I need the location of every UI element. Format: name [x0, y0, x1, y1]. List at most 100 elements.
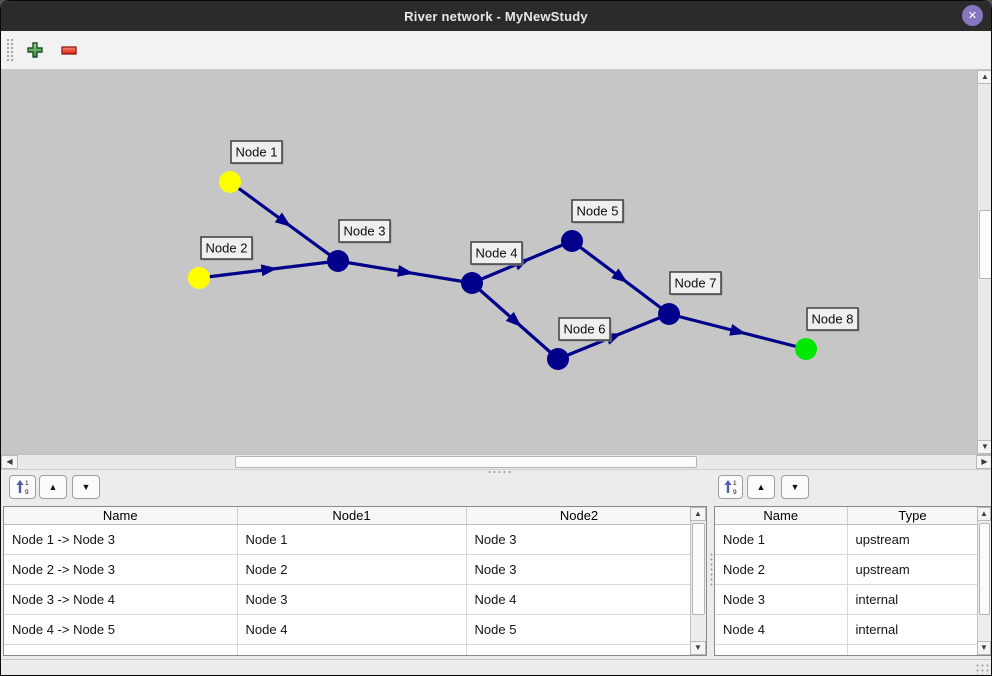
toolbar-drag-handle[interactable] — [6, 38, 14, 62]
table-cell[interactable]: Node 1 — [715, 524, 847, 554]
table-cell[interactable]: Node 1 — [237, 524, 466, 554]
network-diagram: Node 1Node 2Node 3Node 4Node 5Node 6Node… — [1, 70, 977, 454]
node-label-node4: Node 4 — [476, 246, 518, 261]
column-header-type[interactable]: Type — [847, 507, 978, 524]
remove-node-button[interactable] — [56, 37, 82, 63]
table-cell[interactable]: Node 2 -> Node 3 — [4, 554, 237, 584]
vscroll-thumb[interactable] — [979, 210, 992, 279]
sort-ascending-icon: 1 9 — [723, 479, 739, 495]
horizontal-splitter[interactable] — [1, 470, 992, 474]
scroll-up-button[interactable]: ▲ — [690, 507, 706, 521]
node-node8[interactable] — [795, 338, 817, 360]
edge-table: NameNode1Node2 Node 1 -> Node 3Node 1Nod… — [4, 507, 693, 656]
canvas-hscrollbar[interactable]: ◀ ▶ — [1, 454, 992, 470]
column-header-name[interactable]: Name — [715, 507, 847, 524]
node-label-node7: Node 7 — [675, 276, 717, 291]
node-label-node8: Node 8 — [812, 312, 854, 327]
table-cell[interactable]: Node 1 -> Node 3 — [4, 524, 237, 554]
arrow-up-icon: ▲ — [981, 73, 989, 81]
table-cell[interactable]: Node 4 — [466, 584, 692, 614]
window-title: River network - MyNewStudy — [404, 9, 588, 24]
table-cell[interactable]: Node 5 — [466, 614, 692, 644]
table-cell[interactable]: internal — [847, 584, 978, 614]
table-row[interactable]: Node 2upstream — [715, 554, 978, 584]
edge-table-header: NameNode1Node2 — [4, 507, 692, 524]
table-cell[interactable]: Node 3 — [715, 584, 847, 614]
close-button[interactable]: ✕ — [962, 5, 983, 26]
node-node2[interactable] — [188, 267, 210, 289]
arrow-down-icon: ▼ — [791, 482, 800, 492]
arrow-left-icon: ◀ — [6, 458, 12, 466]
node-node4[interactable] — [461, 272, 483, 294]
node-move-down-button[interactable]: ▼ — [781, 475, 809, 499]
table-row[interactable]: Node 1upstream — [715, 524, 978, 554]
canvas-vscrollbar[interactable]: ▲ ▼ — [977, 70, 992, 454]
column-header-node1[interactable]: Node1 — [237, 507, 466, 524]
status-bar — [1, 659, 992, 676]
arrow-down-icon: ▼ — [82, 482, 91, 492]
table-scroll-thumb[interactable] — [692, 523, 705, 615]
table-cell[interactable]: Node 3 — [466, 554, 692, 584]
table-cell[interactable]: Node 4 -> Node 5 — [4, 614, 237, 644]
minus-icon — [60, 41, 78, 59]
arrow-down-icon: ▼ — [980, 644, 988, 652]
edge-table-vscrollbar[interactable]: ▲ ▼ — [690, 507, 706, 655]
scroll-down-button[interactable]: ▼ — [977, 641, 991, 655]
table-cell[interactable]: upstream — [847, 524, 978, 554]
table-cell[interactable]: internal — [847, 614, 978, 644]
node-table: NameType Node 1upstreamNode 2upstreamNod… — [715, 507, 979, 656]
edge-sort-button[interactable]: 1 9 — [9, 475, 36, 499]
edge-move-down-button[interactable]: ▼ — [72, 475, 100, 499]
node-label-node5: Node 5 — [577, 204, 619, 219]
arrow-up-icon: ▲ — [980, 510, 988, 518]
river-network-canvas[interactable]: Node 1Node 2Node 3Node 4Node 5Node 6Node… — [1, 70, 977, 454]
arrow-up-icon: ▲ — [49, 482, 58, 492]
scroll-down-button[interactable]: ▼ — [690, 641, 706, 655]
node-move-up-button[interactable]: ▲ — [747, 475, 775, 499]
table-row[interactable]: Node 3 -> Node 4Node 3Node 4 — [4, 584, 692, 614]
scroll-up-button[interactable]: ▲ — [977, 70, 992, 84]
table-cell-empty — [237, 644, 466, 656]
table-cell[interactable]: Node 2 — [237, 554, 466, 584]
plus-icon — [26, 41, 44, 59]
table-cell[interactable]: Node 4 — [237, 614, 466, 644]
scroll-left-button[interactable]: ◀ — [1, 455, 18, 469]
table-row[interactable]: Node 4internal — [715, 614, 978, 644]
node-table-vscrollbar[interactable]: ▲ ▼ — [977, 507, 991, 655]
svg-text:1: 1 — [733, 480, 737, 487]
node-node5[interactable] — [561, 230, 583, 252]
node-node3[interactable] — [327, 250, 349, 272]
sort-ascending-icon: 1 9 — [15, 479, 31, 495]
hscroll-thumb[interactable] — [235, 456, 697, 468]
svg-text:9: 9 — [25, 489, 29, 495]
node-node7[interactable] — [658, 303, 680, 325]
resize-grip[interactable] — [975, 663, 989, 675]
table-row[interactable]: Node 1 -> Node 3Node 1Node 3 — [4, 524, 692, 554]
table-cell[interactable]: upstream — [847, 554, 978, 584]
node-node1[interactable] — [219, 171, 241, 193]
node-label-node6: Node 6 — [564, 322, 606, 337]
node-sort-button[interactable]: 1 9 — [718, 475, 743, 499]
scroll-right-button[interactable]: ▶ — [976, 455, 992, 469]
table-row[interactable]: Node 2 -> Node 3Node 2Node 3 — [4, 554, 692, 584]
table-cell[interactable]: Node 3 — [466, 524, 692, 554]
scroll-up-button[interactable]: ▲ — [977, 507, 991, 521]
table-cell[interactable]: Node 4 — [715, 614, 847, 644]
add-node-button[interactable] — [22, 37, 48, 63]
title-bar[interactable]: River network - MyNewStudy ✕ — [1, 1, 991, 31]
close-icon: ✕ — [968, 9, 977, 22]
column-header-name[interactable]: Name — [4, 507, 237, 524]
column-header-node2[interactable]: Node2 — [466, 507, 692, 524]
table-row-empty — [715, 644, 978, 656]
node-node6[interactable] — [547, 348, 569, 370]
table-scroll-thumb[interactable] — [979, 523, 990, 615]
scroll-down-button[interactable]: ▼ — [977, 440, 992, 454]
table-cell[interactable]: Node 2 — [715, 554, 847, 584]
table-cell-empty — [4, 644, 237, 656]
table-row[interactable]: Node 3internal — [715, 584, 978, 614]
table-cell[interactable]: Node 3 — [237, 584, 466, 614]
table-row[interactable]: Node 4 -> Node 5Node 4Node 5 — [4, 614, 692, 644]
arrow-down-icon: ▼ — [981, 443, 989, 451]
edge-move-up-button[interactable]: ▲ — [39, 475, 67, 499]
table-cell[interactable]: Node 3 -> Node 4 — [4, 584, 237, 614]
